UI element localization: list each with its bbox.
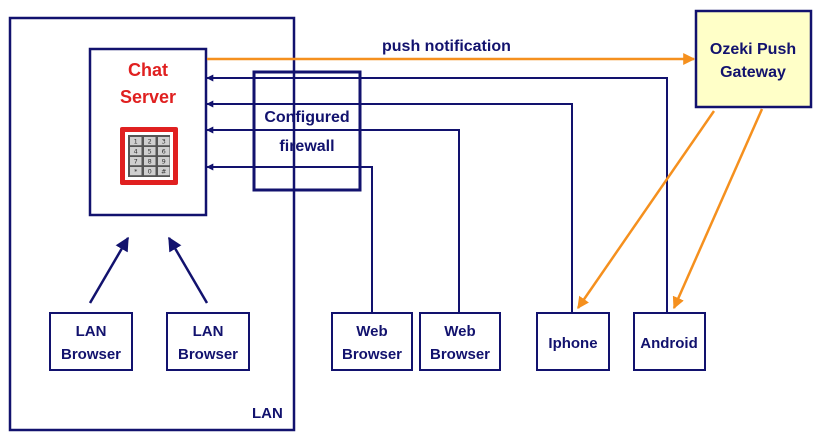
keypad-key	[158, 157, 170, 166]
keypad-key	[158, 137, 170, 146]
web-browser-2-line2: Browser	[430, 346, 490, 363]
gateway-box	[694, 9, 813, 109]
keypad-key	[144, 147, 156, 156]
keypad-icon: 1 2 3 4 5 6 7 8 9 * 0 #	[120, 127, 178, 185]
lan-browser-1-arrow	[88, 236, 130, 304]
android-box	[633, 312, 706, 371]
iphone-label: Iphone	[548, 335, 597, 352]
keypad-key	[130, 147, 142, 156]
web-browser-2-line1: Web	[444, 323, 475, 340]
gateway-label-line2: Gateway	[720, 64, 786, 81]
keypad-key-label: #	[161, 168, 166, 176]
web-browser-1-box	[331, 312, 413, 371]
iphone-connection	[206, 100, 573, 313]
lan-label: LAN	[252, 405, 283, 422]
chat-server-label-line2: Server	[120, 87, 176, 107]
web-browser-1-connection	[206, 163, 373, 313]
gateway-to-android-arrow	[672, 108, 764, 310]
keypad-key	[130, 137, 142, 146]
keypad-key-label: 2	[148, 138, 152, 146]
lan-browser-2-box	[166, 312, 250, 371]
keypad-key-label: 7	[134, 158, 138, 166]
lan-browser-1-line1: LAN	[76, 323, 107, 340]
web-browser-1-line2: Browser	[342, 346, 402, 363]
iphone-box	[536, 312, 610, 371]
keypad-key-label: 5	[148, 148, 152, 156]
web-browser-2-box	[419, 312, 501, 371]
keypad-key-label: 6	[162, 148, 166, 156]
keypad-key	[130, 167, 142, 176]
keypad-key	[158, 147, 170, 156]
lan-browser-2-arrow	[167, 236, 209, 304]
gateway-label-line1: Ozeki Push	[710, 41, 796, 58]
web-browser-2-connection	[206, 126, 460, 313]
lan-browser-1-line2: Browser	[61, 346, 121, 363]
push-notification-label: push notification	[382, 38, 511, 55]
keypad-key-label: 0	[148, 168, 152, 176]
lan-browser-1-box	[49, 312, 133, 371]
chat-server-label-line1: Chat	[128, 60, 168, 80]
gateway-to-iphone-arrow	[576, 110, 716, 309]
keypad-key	[144, 167, 156, 176]
keypad-key	[144, 137, 156, 146]
keypad-key-label: 1	[134, 138, 138, 146]
lan-browser-2-line2: Browser	[178, 346, 238, 363]
firewall-box	[252, 70, 362, 192]
keypad-key	[130, 157, 142, 166]
keypad-key-label: 4	[134, 148, 138, 156]
keypad-key	[158, 167, 170, 176]
lan-browser-2-line1: LAN	[193, 323, 224, 340]
firewall-label-line1: Configured	[264, 109, 349, 126]
web-browser-1-line1: Web	[356, 323, 387, 340]
lan-boundary	[8, 16, 296, 432]
keypad-key-label: 3	[162, 138, 166, 146]
android-label: Android	[640, 335, 698, 352]
keypad-key-label: 8	[148, 158, 152, 166]
keypad-key-label: *	[134, 168, 138, 176]
firewall-label-line2: firewall	[279, 138, 334, 155]
keypad-key-label: 9	[162, 158, 166, 166]
keypad-key	[144, 157, 156, 166]
